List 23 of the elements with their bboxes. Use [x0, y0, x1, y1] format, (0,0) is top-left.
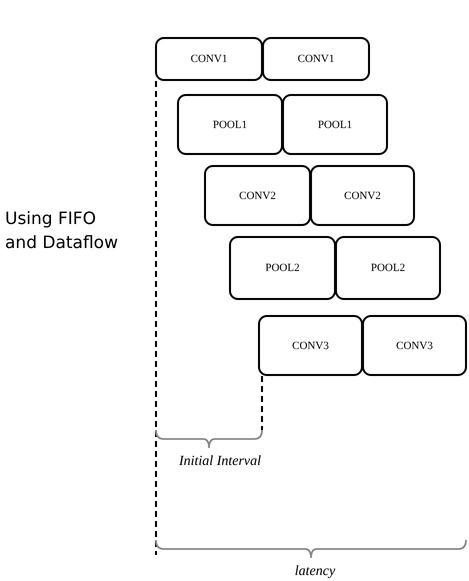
box-label: POOL2	[265, 262, 300, 274]
process-box	[229, 236, 336, 300]
side-note: Using FIFO and Dataflow	[5, 208, 119, 255]
box-label: POOL1	[212, 118, 248, 130]
process-box	[177, 94, 283, 155]
interval-label: Initial Interval	[178, 453, 262, 471]
box-label: CONV1	[190, 53, 228, 65]
box-label: POOL1	[318, 118, 352, 130]
latency-label: latency	[294, 563, 336, 581]
process-box	[335, 236, 441, 300]
box-label: CONV1	[298, 53, 334, 65]
process-box	[262, 37, 370, 81]
box-label: CONV2	[344, 190, 381, 202]
process-box	[258, 315, 363, 376]
process-box	[155, 37, 263, 81]
process-box	[362, 315, 467, 376]
box-label: CONV3	[396, 340, 433, 352]
box-label: CONV3	[292, 340, 329, 352]
process-box	[282, 94, 388, 155]
box-label: POOL2	[370, 262, 406, 274]
process-box	[204, 165, 311, 226]
box-label: CONV2	[239, 190, 276, 202]
process-box	[310, 165, 415, 226]
